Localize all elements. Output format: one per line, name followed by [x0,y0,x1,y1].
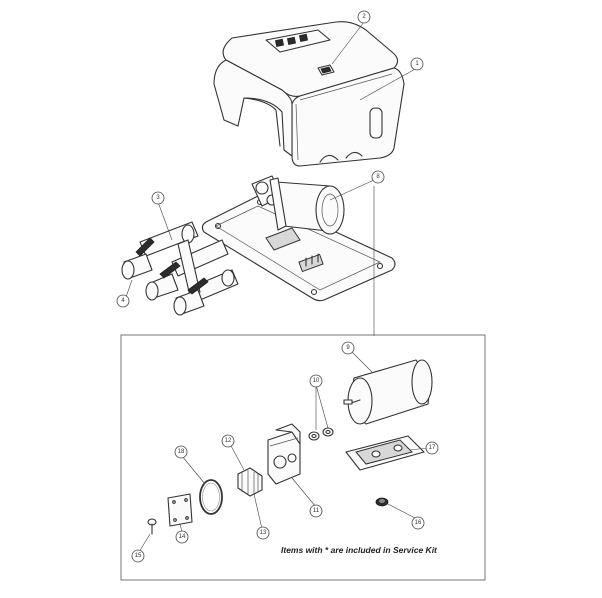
pump-cover [213,21,405,167]
valve-manifold [139,221,239,301]
callout-2: 2 [357,10,371,24]
motor [343,359,433,425]
svg-text:9: 9 [346,345,350,351]
o-ring [199,479,223,515]
callout-1: 1 [410,57,424,71]
screw [147,518,157,535]
washers [308,427,334,441]
power-switch [317,64,335,76]
callout-8: 8 [371,170,385,184]
motor-bracket [345,435,425,471]
callout-3: 3 [151,191,165,205]
callout-11: 11 [309,504,323,518]
callout-16: 16 [411,516,425,530]
end-cover-plate [167,493,193,527]
ball-valves [121,237,209,316]
leader-lines [125,21,428,553]
svg-text:17: 17 [429,445,436,451]
callout-18: 18 [174,445,188,459]
pump-motor-assembly [251,175,345,235]
svg-text:14: 14 [179,534,186,540]
service-kit-frame [120,334,486,581]
service-kit-note: Items with * are included in Service Kit [281,545,438,555]
svg-text:1: 1 [415,61,419,67]
pump-head [267,423,301,485]
callout-10: 10 [309,374,323,388]
grommet [375,497,389,507]
callout-9: 9 [341,341,355,355]
callout-13: 13 [256,526,270,540]
svg-text:12: 12 [225,438,232,444]
o-ring-inner [202,482,220,512]
svg-text:8: 8 [376,174,380,180]
svg-text:11: 11 [313,508,320,514]
callout-14: 14 [175,530,189,544]
svg-text:4: 4 [121,298,125,304]
svg-text:15: 15 [135,553,142,559]
svg-text:10: 10 [313,378,320,384]
impeller-gears [237,467,263,497]
callout-17: 17 [425,441,439,455]
callout-15: 15 [131,549,145,563]
svg-text:3: 3 [156,195,160,201]
svg-text:16: 16 [415,520,422,526]
svg-text:18: 18 [178,449,185,455]
svg-text:13: 13 [260,530,267,536]
svg-text:2: 2 [362,14,366,20]
callout-4: 4 [116,294,130,308]
callout-12: 12 [221,434,235,448]
base-plate [201,195,396,302]
